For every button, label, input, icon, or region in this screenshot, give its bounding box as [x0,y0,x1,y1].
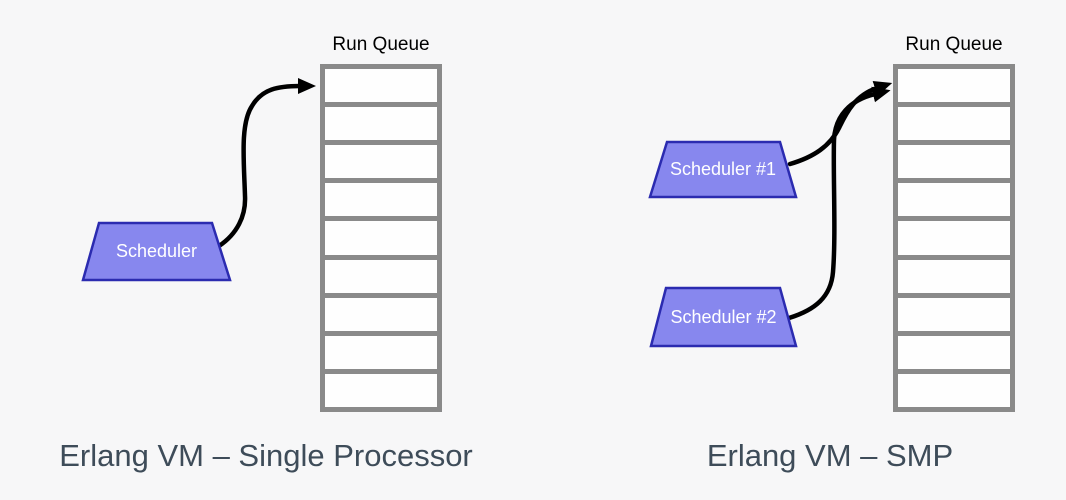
run-queue-cell [325,183,437,217]
run-queue-smp [893,64,1015,412]
run-queue-cell [325,69,437,103]
caption-smp: Erlang VM – SMP [706,438,954,473]
run-queue-cell [325,373,437,407]
run-queue-cell [898,183,1010,217]
caption-single-processor: Erlang VM – Single Processor [59,438,473,473]
run-queue-single [320,64,442,412]
arrow-scheduler-to-queue [216,78,316,249]
run-queue-label-smp: Run Queue [905,34,1003,55]
run-queue-cell [898,297,1010,331]
run-queue-cell [325,259,437,293]
run-queue-cell [325,221,437,255]
run-queue-cell [898,259,1010,293]
run-queue-cell [898,107,1010,141]
arrow-scheduler2-to-queue [786,86,891,321]
scheduler-label-single: Scheduler [115,241,198,261]
run-queue-cell [325,145,437,179]
scheduler-label-1: Scheduler #1 [669,159,777,179]
run-queue-cell [325,297,437,331]
run-queue-cell [898,221,1010,255]
arrow-scheduler1-to-queue [787,81,893,167]
run-queue-cell [898,373,1010,407]
scheduler-label-2: Scheduler #2 [670,307,777,327]
run-queue-cell [898,145,1010,179]
run-queue-cell [325,335,437,369]
run-queue-label-single: Run Queue [332,34,430,55]
run-queue-cell [898,335,1010,369]
run-queue-cell [898,69,1010,103]
run-queue-cell [325,107,437,141]
